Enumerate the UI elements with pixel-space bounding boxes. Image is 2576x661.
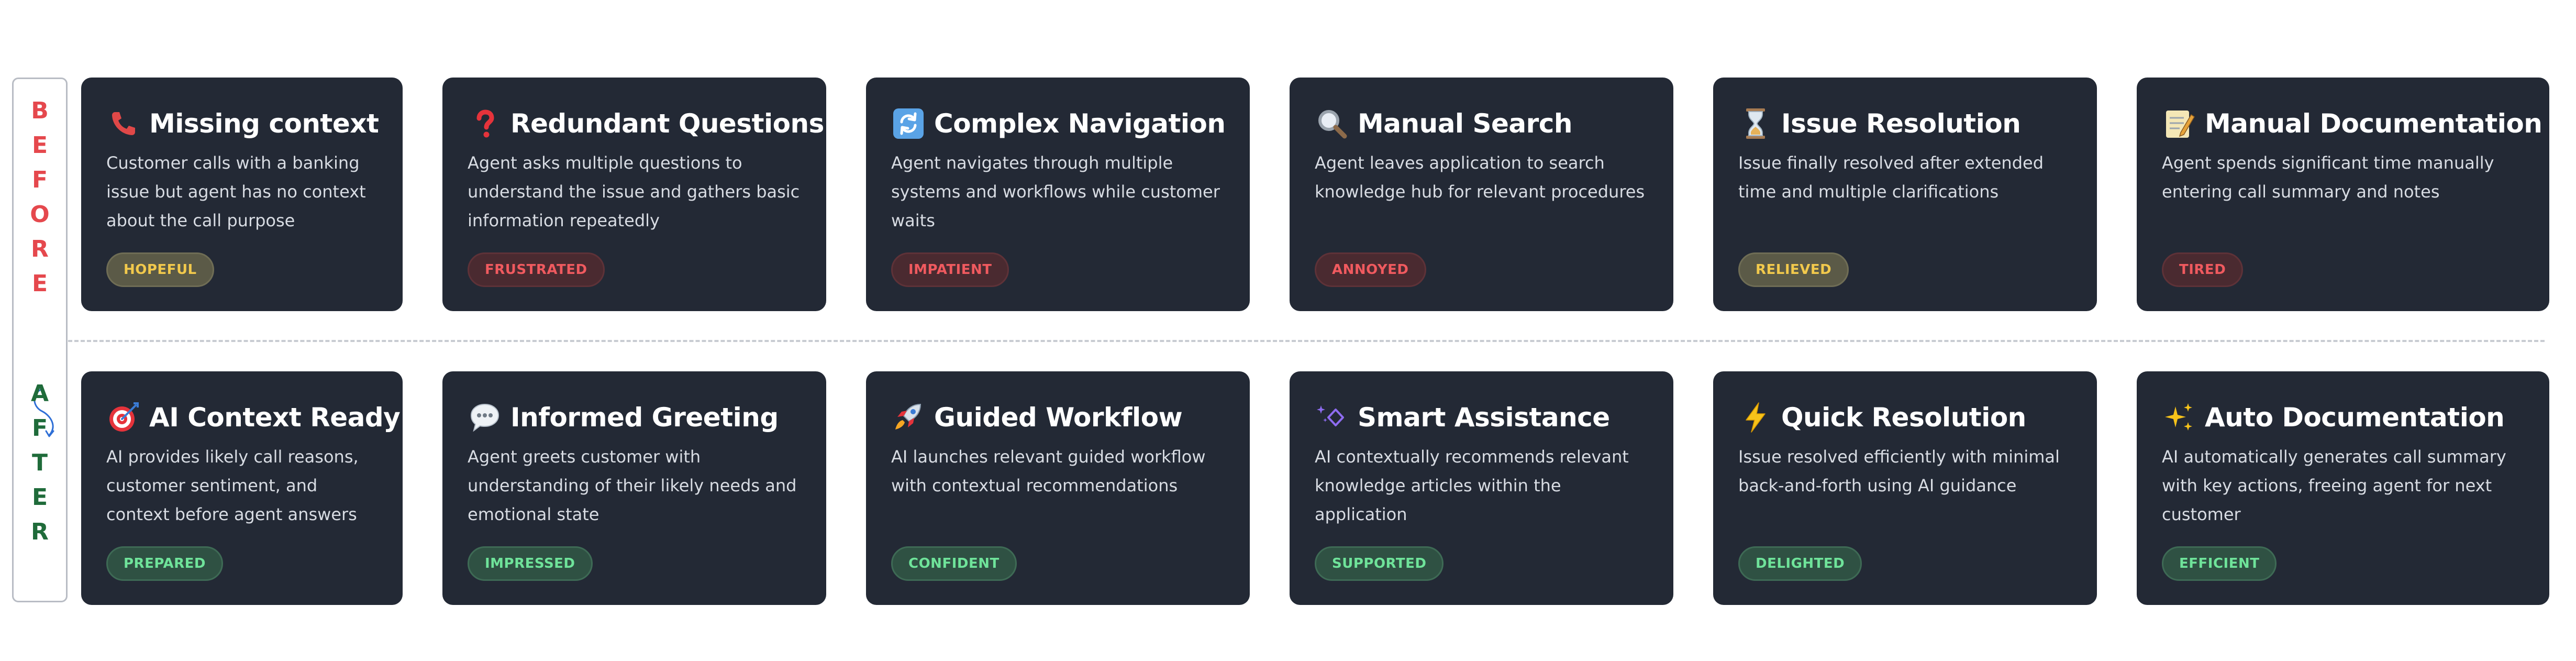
target-icon [106, 400, 141, 435]
card-title: Complex Navigation [934, 108, 1226, 139]
before-card-redundant-questions: Redundant Questions Agent asks multiple … [442, 78, 826, 311]
sparkle-diamond-icon [1315, 400, 1349, 435]
lightning-icon [1738, 400, 1773, 435]
magnifier-icon [1315, 106, 1349, 141]
emotion-badge: ANNOYED [1315, 252, 1426, 287]
emotion-badge: PREPARED [106, 546, 223, 581]
emotion-badge: EFFICIENT [2162, 546, 2277, 581]
emotion-badge: FRUSTRATED [468, 252, 605, 287]
card-description: Issue resolved efficiently with minimal … [1738, 447, 2060, 495]
before-letter: R [31, 236, 49, 262]
hourglass-icon [1738, 106, 1773, 141]
before-after-label: B E F O R E A F T E R [12, 78, 68, 602]
card-description: Agent greets customer with understanding… [468, 447, 797, 524]
before-letter: F [31, 167, 48, 193]
card-title: Manual Documentation [2205, 108, 2542, 139]
after-letter: T [31, 449, 48, 476]
before-after-divider [68, 340, 2545, 342]
rocket-icon [891, 400, 926, 435]
emotion-badge: SUPPORTED [1315, 546, 1444, 581]
question-mark-icon [468, 106, 502, 141]
after-letter: R [31, 519, 49, 545]
before-card-complex-navigation: Complex Navigation Agent navigates throu… [866, 78, 1250, 311]
card-description: Agent asks multiple questions to underst… [468, 153, 800, 230]
card-description: AI provides likely call reasons, custome… [106, 447, 359, 524]
card-description: Agent leaves application to search knowl… [1315, 153, 1645, 202]
before-card-manual-search: Manual Search Agent leaves application t… [1290, 78, 1673, 311]
card-description: AI contextually recommends relevant know… [1315, 447, 1629, 524]
before-letter: E [31, 132, 48, 159]
emotion-badge: CONFIDENT [891, 546, 1017, 581]
card-title: Redundant Questions [510, 108, 824, 139]
card-description: Customer calls with a banking issue but … [106, 153, 366, 230]
after-card-ai-context-ready: AI Context Ready AI provides likely call… [81, 371, 403, 605]
card-title: Missing context [149, 108, 379, 139]
after-card-auto-documentation: Auto Documentation AI automatically gene… [2137, 371, 2549, 605]
refresh-icon [891, 106, 926, 141]
squiggle-arrow-icon [34, 388, 54, 437]
before-card-missing-context: Missing context Customer calls with a ba… [81, 78, 403, 311]
card-description: AI launches relevant guided workflow wit… [891, 447, 1206, 495]
card-description: Issue finally resolved after extended ti… [1738, 153, 2044, 202]
before-card-issue-resolution: Issue Resolution Issue finally resolved … [1713, 78, 2097, 311]
after-letter: A [30, 380, 49, 407]
card-title: Smart Assistance [1358, 402, 1610, 433]
after-card-guided-workflow: Guided Workflow AI launches relevant gui… [866, 371, 1250, 605]
card-title: Informed Greeting [510, 402, 779, 433]
memo-icon [2162, 106, 2196, 141]
card-title: Manual Search [1358, 108, 1573, 139]
card-title: Issue Resolution [1781, 108, 2021, 139]
speech-bubble-icon [468, 400, 502, 435]
card-title: Quick Resolution [1781, 402, 2026, 433]
card-title: AI Context Ready [149, 402, 401, 433]
emotion-badge: DELIGHTED [1738, 546, 1862, 581]
after-letter: F [31, 415, 48, 442]
before-label: B E F O R E [14, 94, 66, 301]
after-card-informed-greeting: Informed Greeting Agent greets customer … [442, 371, 826, 605]
before-letter: B [31, 97, 49, 124]
card-description: Agent navigates through multiple systems… [891, 153, 1220, 230]
emotion-badge: HOPEFUL [106, 252, 214, 287]
emotion-badge: IMPRESSED [468, 546, 593, 581]
card-description: Agent spends significant time manually e… [2162, 153, 2494, 202]
card-title: Guided Workflow [934, 402, 1183, 433]
emotion-badge: TIRED [2162, 252, 2244, 287]
emotion-badge: IMPATIENT [891, 252, 1009, 287]
before-letter: O [30, 201, 50, 228]
before-card-manual-documentation: Manual Documentation Agent spends signif… [2137, 78, 2549, 311]
card-title: Auto Documentation [2205, 402, 2505, 433]
after-card-quick-resolution: Quick Resolution Issue resolved efficien… [1713, 371, 2097, 605]
before-letter: E [31, 270, 48, 297]
after-card-smart-assistance: Smart Assistance AI contextually recomme… [1290, 371, 1673, 605]
sparkles-icon [2162, 400, 2196, 435]
after-letter: E [31, 484, 48, 511]
telephone-icon [106, 106, 141, 141]
after-label: A F T E R [14, 377, 66, 549]
emotion-badge: RELIEVED [1738, 252, 1849, 287]
card-description: AI automatically generates call summary … [2162, 447, 2506, 524]
